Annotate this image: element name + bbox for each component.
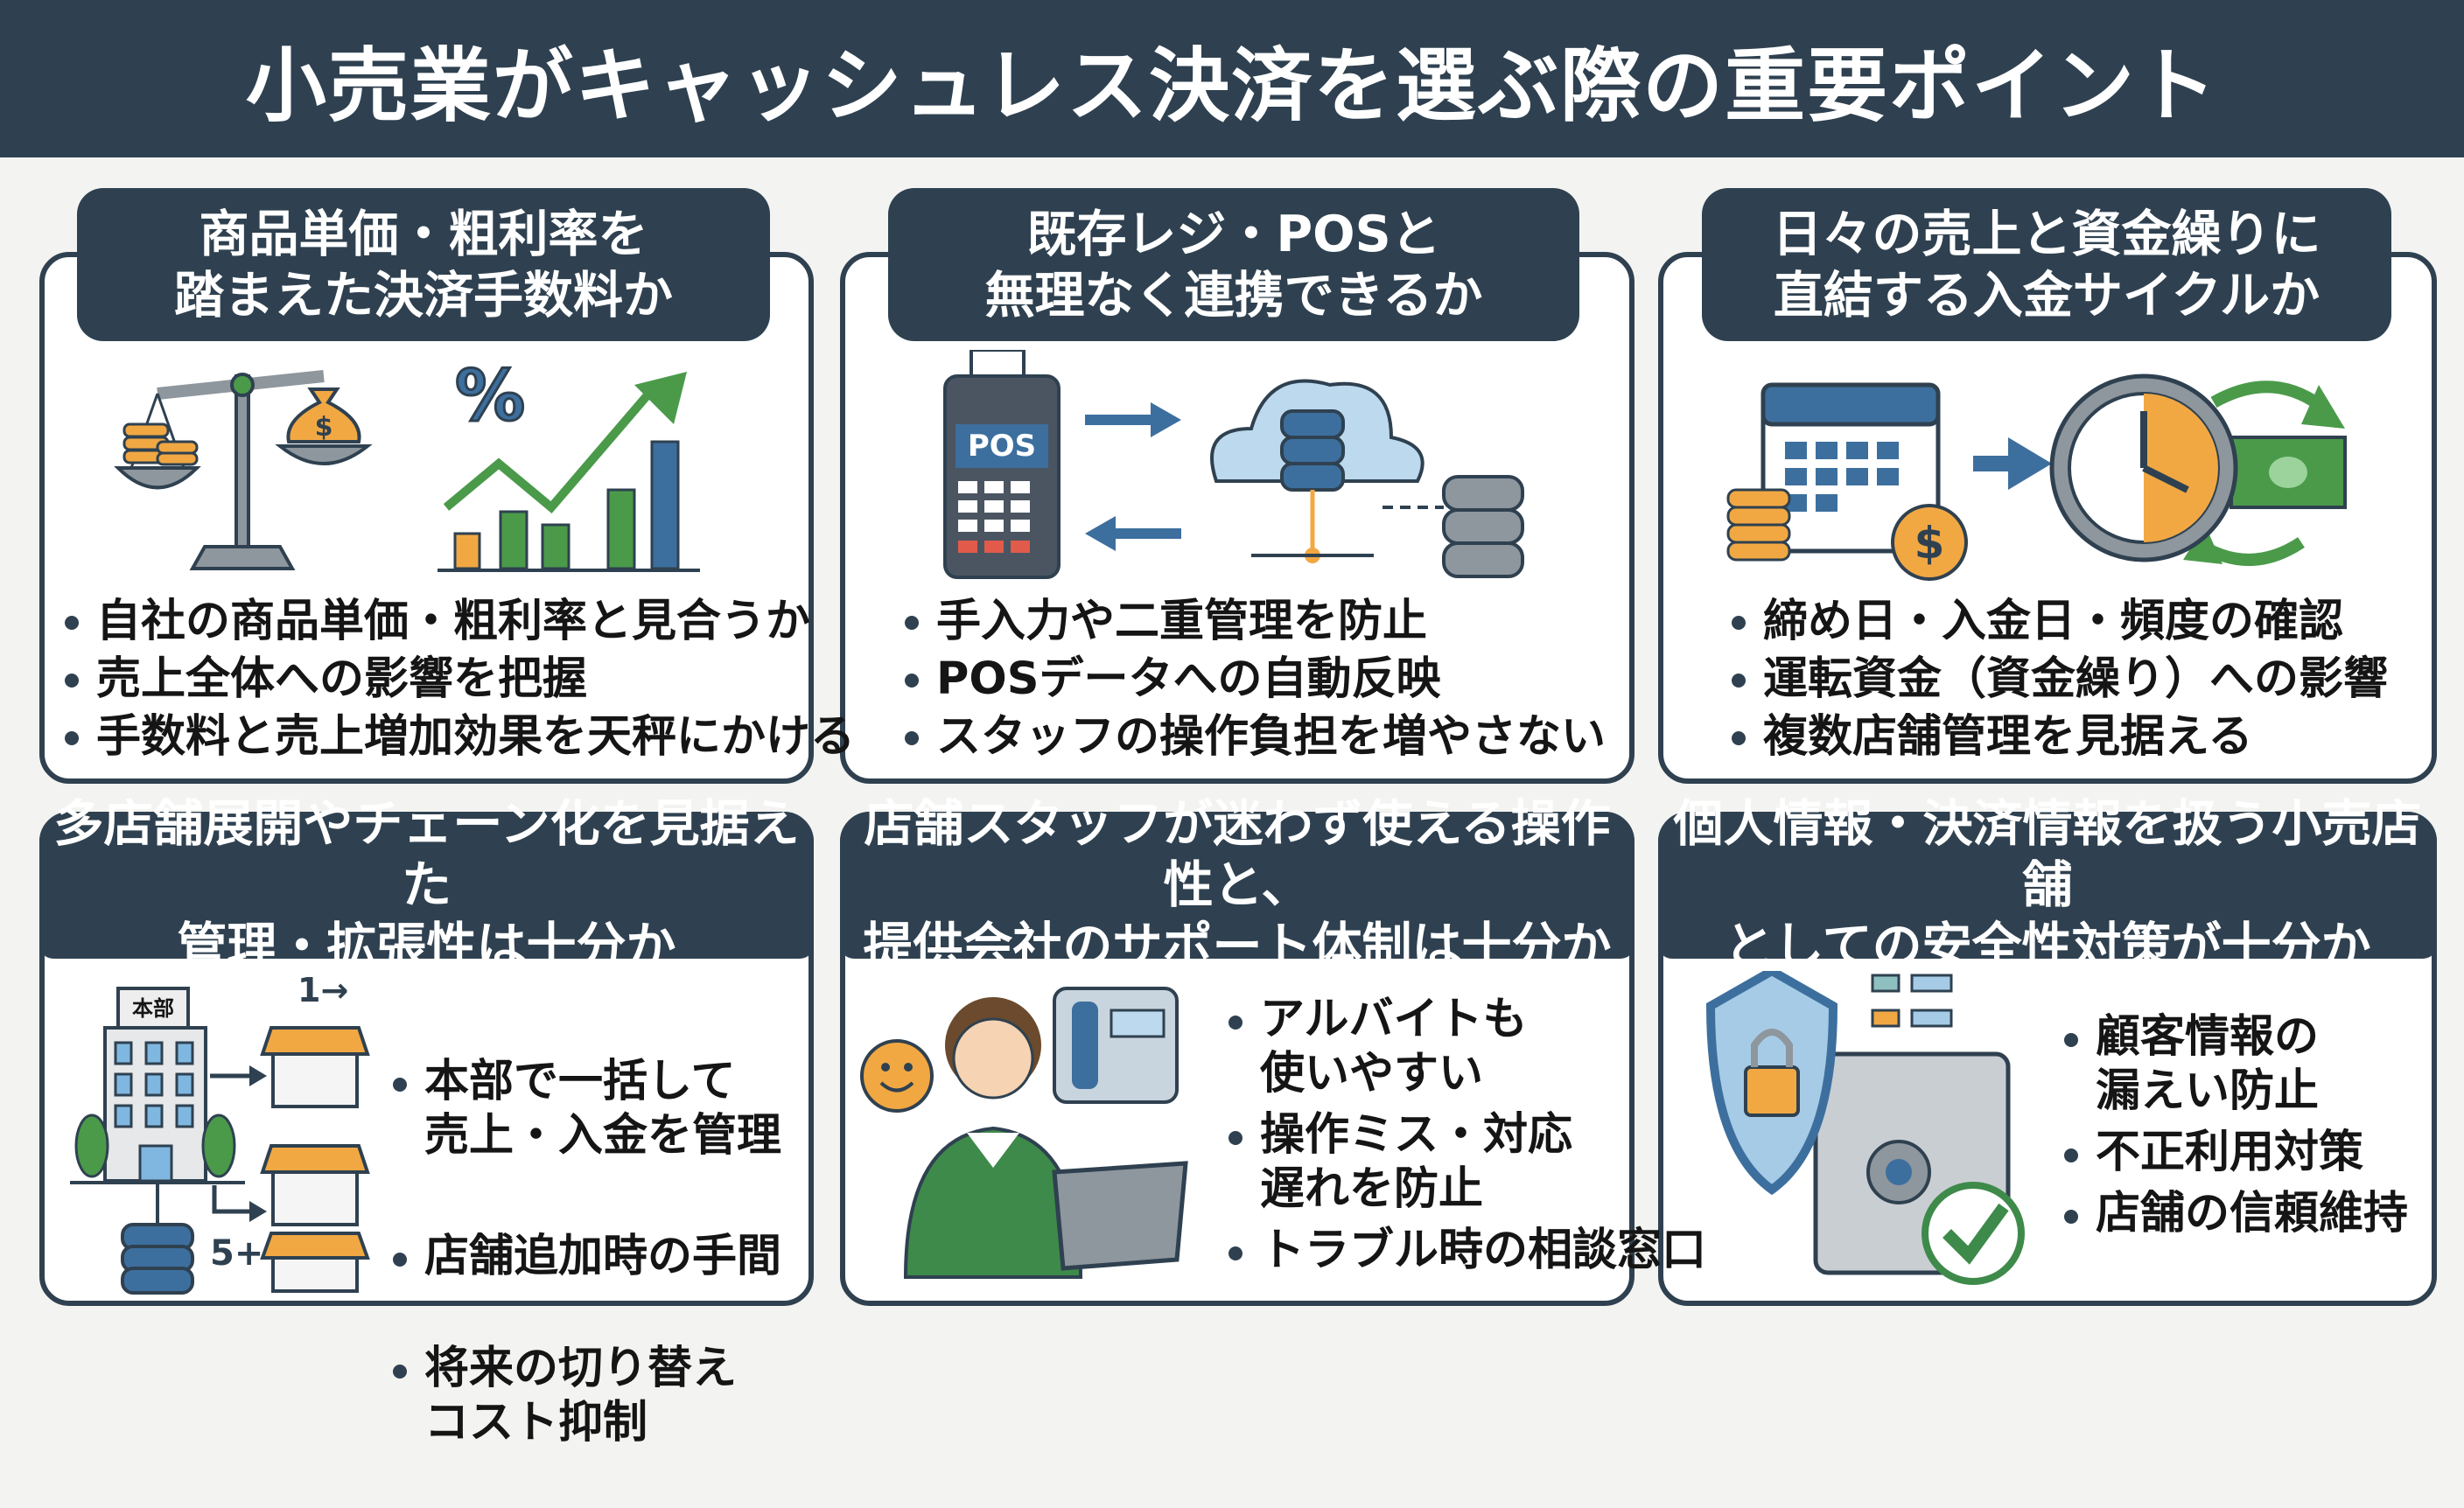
heading-line: 個人情報・決済情報を扱う小売店舗 — [1673, 795, 2422, 914]
heading-line: 提供会社のサポート体制は十分か — [863, 918, 1612, 975]
bullet-list: 本部で一括して 売上・入金を管理 店舗追加時の手間 将来の切り替え コスト抑制 — [389, 997, 781, 1508]
panel-heading: 店舗スタッフが迷わず使える操作性と、 提供会社のサポート体制は十分か — [840, 795, 1634, 975]
page-title: 小売業がキャッシュレス決済を選ぶ際の重要ポイント — [245, 38, 2219, 133]
bullet-item: 店舗追加時の手間 — [389, 1230, 781, 1284]
bullet-item: 操作ミス・対応 遅れを防止 — [1225, 1108, 1706, 1217]
bullet-item: 将来の切り替え コスト抑制 — [389, 1342, 781, 1450]
pos-screen-label: POS — [967, 429, 1037, 464]
bullet-item: 締め日・入金日・頻度の確認 — [1728, 593, 2388, 651]
bullet-item: スタッフの操作負担を増やさない — [901, 709, 1606, 766]
bullet-item: 売上全体への影響を把握 — [61, 651, 855, 709]
title-bar: 小売業がキャッシュレス決済を選ぶ際の重要ポイント — [0, 0, 2464, 157]
heading-line: 踏まえた決済手数料か — [174, 266, 673, 325]
bullet-item: 運転資金（資金繰り）への影響 — [1728, 651, 2388, 709]
heading-line: としての安全性対策が十分か — [1724, 918, 2371, 975]
svg-text:$: $ — [315, 412, 333, 443]
svg-text:%: % — [455, 359, 525, 436]
bullet-item: 不正利用対策 — [2061, 1126, 2408, 1180]
hq-label: 本部 — [132, 996, 174, 1021]
shield-safe-check-icon — [1705, 971, 2025, 1285]
heading-line: 無理なく連携できるか — [984, 266, 1483, 325]
bullet-item: 本部で一括して 売上・入金を管理 — [389, 1055, 781, 1163]
bullet-item: 店舗の信頼維持 — [2061, 1187, 2408, 1241]
heading-line: 既存レジ・POSと — [1026, 205, 1441, 263]
bullet-list: アルバイトも 使いやすい 操作ミス・対応 遅れを防止 トラブル時の相談窓口 — [1225, 993, 1706, 1278]
headquarters-stores-icon — [70, 987, 370, 1295]
pos-cloud-sync-icon — [943, 350, 1524, 579]
bullet-list: 自社の商品単価・粗利率と見合うか 売上全体への影響を把握 手数料と売上増加効果を… — [61, 593, 855, 766]
scale-and-growth-chart-icon: $ % — [114, 359, 700, 572]
heading-line: 店舗スタッフが迷わず使える操作性と、 — [864, 795, 1611, 914]
heading-line: 日々の売上と資金繰りに — [1772, 205, 2321, 263]
svg-text:$: $ — [1914, 518, 1945, 569]
panel-heading: 既存レジ・POSと 無理なく連携できるか — [888, 188, 1579, 341]
panel-heading: 商品単価・粗利率を 踏まえた決済手数料か — [77, 188, 770, 341]
panel-heading: 日々の売上と資金繰りに 直結する入金サイクルか — [1702, 188, 2391, 341]
heading-line: 直結する入金サイクルか — [1773, 266, 2320, 325]
heading-line: 商品単価・粗利率を — [199, 205, 648, 263]
bullet-list: 手入力や二重管理を防止 POSデータへの自動反映 スタッフの操作負担を増やさない — [901, 593, 1606, 766]
bullet-item: 手数料と売上増加効果を天秤にかける — [61, 709, 855, 766]
bullet-item: 複数店舗管理を見据える — [1728, 709, 2388, 766]
heading-line: 管理・拡張性は十分か — [177, 918, 676, 975]
store-count-start: 1→ — [298, 971, 349, 1009]
bullet-item: 顧客情報の 漏えい防止 — [2061, 1010, 2408, 1119]
bullet-list: 締め日・入金日・頻度の確認 運転資金（資金繰り）への影響 複数店舗管理を見据える — [1728, 593, 2388, 766]
staff-support-icon — [860, 987, 1188, 1279]
store-count-end: 5+ — [210, 1233, 264, 1274]
bullet-item: POSデータへの自動反映 — [901, 651, 1606, 709]
bullet-item: トラブル時の相談窓口 — [1225, 1224, 1706, 1278]
bullet-list: 顧客情報の 漏えい防止 不正利用対策 店舗の信頼維持 — [2061, 1010, 2408, 1241]
bullet-item: アルバイトも 使いやすい — [1225, 993, 1706, 1101]
panel-heading: 多店舗展開やチェーン化を見据えた 管理・拡張性は十分か — [39, 795, 814, 975]
bullet-item: 手入力や二重管理を防止 — [901, 593, 1606, 651]
calendar-clock-cash-icon: $ — [1726, 374, 2347, 581]
heading-line: 多店舗展開やチェーン化を見据えた — [53, 795, 800, 914]
panel-heading: 個人情報・決済情報を扱う小売店舗 としての安全性対策が十分か — [1658, 795, 2437, 975]
bullet-item: 自社の商品単価・粗利率と見合うか — [61, 593, 855, 651]
